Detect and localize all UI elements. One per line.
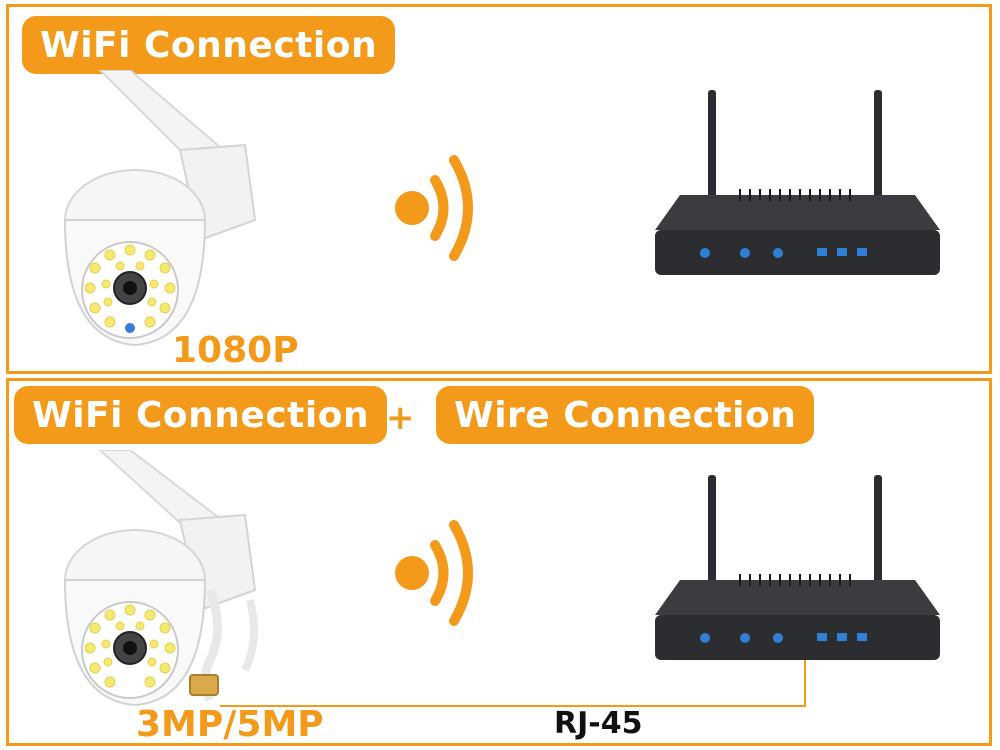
ptz-camera-icon [63,70,257,347]
router-icon [655,90,940,275]
wifi-signal-icon [395,155,473,261]
rj45-label: RJ-45 [554,706,643,741]
plus-sign: + [386,398,415,438]
wifi-connection-badge: WiFi Connection [22,16,396,74]
router-icon [655,475,940,660]
wire-connection-badge: Wire Connection [436,386,815,444]
wifi-connection-badge: WiFi Connection [14,386,388,444]
resolution-label: 3MP/5MP [136,704,324,745]
wifi-signal-icon [395,520,473,626]
ptz-camera-icon [63,450,258,707]
resolution-label: 1080P [172,330,299,371]
